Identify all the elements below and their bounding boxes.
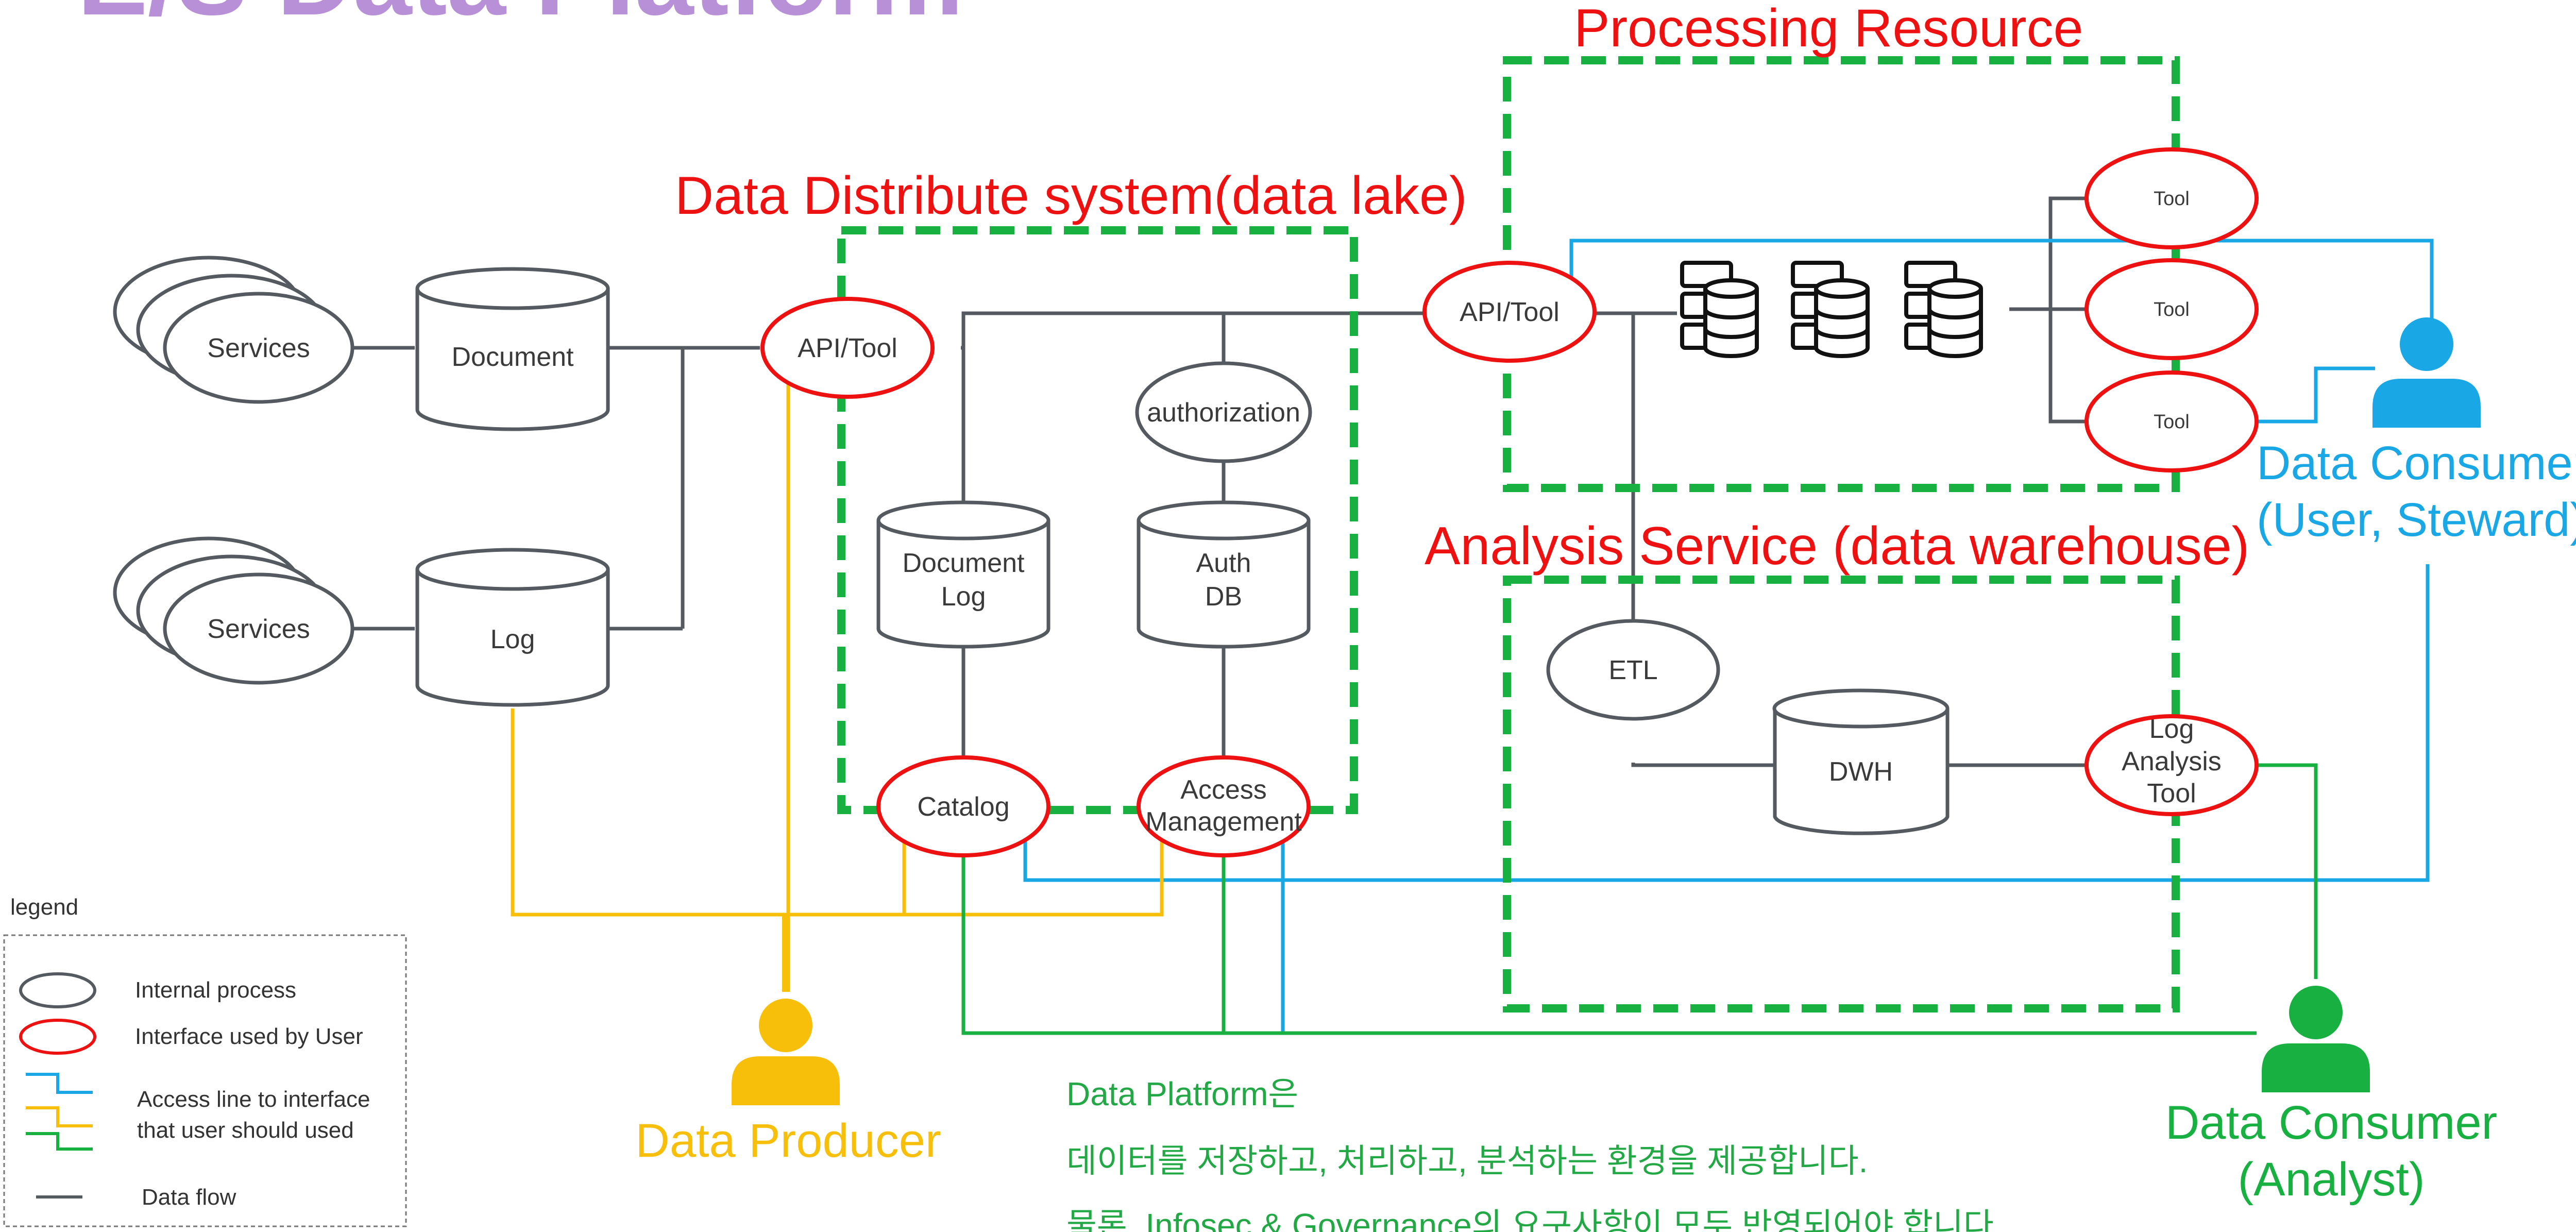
- etl-node: ETL: [1546, 619, 1720, 721]
- person-icon: [732, 999, 840, 1105]
- auth-db-cylinder: Auth DB: [1137, 500, 1311, 649]
- authorization-label: authorization: [1147, 398, 1300, 428]
- services-top-label: Services: [207, 333, 310, 363]
- log-analysis-line2: Analysis: [2122, 747, 2222, 777]
- producer-access-lines: [511, 381, 1164, 992]
- tool-2-label: Tool: [2154, 299, 2190, 320]
- services-bottom-label: Services: [207, 614, 310, 644]
- dwh-label: DWH: [1829, 757, 1893, 787]
- log-analysis-tool-node[interactable]: Log Analysis Tool: [2084, 714, 2259, 816]
- note-line-1: Data Platform은: [1066, 1075, 1298, 1112]
- services-top-stack: Services: [113, 256, 354, 404]
- api-tool-processing[interactable]: API/Tool: [1422, 261, 1597, 363]
- tool-3-label: Tool: [2154, 411, 2190, 433]
- analyst-access-lines: [961, 763, 2318, 1035]
- auth-db-line1: Auth: [1196, 548, 1251, 578]
- legend-internal-process-symbol: [19, 972, 96, 1008]
- server-database-icon: [1680, 261, 1759, 358]
- legend-access-line-symbol: [26, 1073, 93, 1151]
- dwh-cylinder: DWH: [1772, 688, 1950, 835]
- log-analysis-line1: Log: [2149, 714, 2194, 744]
- tool-node-1[interactable]: Tool: [2084, 147, 2259, 249]
- document-log-line1: Document: [903, 548, 1025, 578]
- etl-label: ETL: [1608, 655, 1657, 685]
- access-management-line2: Management: [1145, 807, 1302, 837]
- legend-interface-symbol: [19, 1019, 96, 1055]
- document-cylinder: Document: [415, 267, 610, 431]
- document-label: Document: [452, 342, 574, 372]
- legend-interface: Interface used by User: [135, 1024, 363, 1049]
- note-line-3: 물론, Infosec & Governance의 요구사항이 모두 반영되어야…: [1066, 1207, 2003, 1232]
- consumer-analyst-label-2: (Analyst): [2238, 1153, 2425, 1206]
- log-label: Log: [490, 625, 535, 654]
- server-database-icon: [1791, 261, 1870, 358]
- tool-1-label: Tool: [2154, 188, 2190, 210]
- document-log-cylinder: Document Log: [876, 500, 1050, 649]
- person-icon: [2262, 986, 2370, 1092]
- consumer-analyst-label-1: Data Consumer: [2165, 1096, 2497, 1149]
- authorization-node: authorization: [1135, 361, 1312, 463]
- log-analysis-line3: Tool: [2147, 779, 2196, 808]
- person-icon: [2372, 317, 2481, 428]
- processing-title: Processing Resource: [1574, 0, 2083, 58]
- tool-node-3[interactable]: Tool: [2084, 370, 2259, 472]
- legend-internal-process: Internal process: [135, 977, 296, 1003]
- data-lake-boundary: [837, 226, 1358, 814]
- analysis-boundary: [1503, 576, 2180, 1012]
- note-line-2: 데이터를 저장하고, 처리하고, 분석하는 환경을 제공합니다.: [1066, 1142, 1868, 1179]
- catalog-label: Catalog: [917, 792, 1009, 822]
- services-bottom-stack: Services: [113, 536, 354, 685]
- server-database-icon: [1904, 261, 1983, 358]
- data-flow-lines: [350, 196, 2087, 767]
- legend-access-line-1: Access line to interface: [137, 1087, 370, 1112]
- producer-label: Data Producer: [635, 1115, 941, 1167]
- legend-title: legend: [10, 895, 78, 920]
- legend-access-line-2: that user should used: [137, 1118, 354, 1143]
- api-tool-lake-label: API/Tool: [798, 333, 897, 363]
- catalog-node[interactable]: Catalog: [876, 755, 1050, 857]
- document-log-line2: Log: [941, 582, 986, 612]
- log-cylinder: Log: [415, 548, 610, 707]
- access-management-node[interactable]: Access Management: [1137, 755, 1311, 857]
- access-management-line1: Access: [1180, 775, 1267, 805]
- page-title: E/S Data Platform: [77, 0, 963, 37]
- auth-db-line2: DB: [1205, 582, 1242, 612]
- consumer-user-label-1: Data Consumer: [2257, 437, 2576, 490]
- api-tool-lake[interactable]: API/Tool: [760, 297, 935, 399]
- analysis-title: Analysis Service (data warehouse): [1425, 516, 2249, 576]
- api-tool-processing-label: API/Tool: [1460, 297, 1560, 327]
- legend-data-flow: Data flow: [142, 1185, 236, 1210]
- tool-node-2[interactable]: Tool: [2084, 258, 2259, 360]
- data-lake-title: Data Distribute system(data lake): [675, 166, 1467, 226]
- consumer-user-label-2: (User, Steward): [2257, 494, 2576, 546]
